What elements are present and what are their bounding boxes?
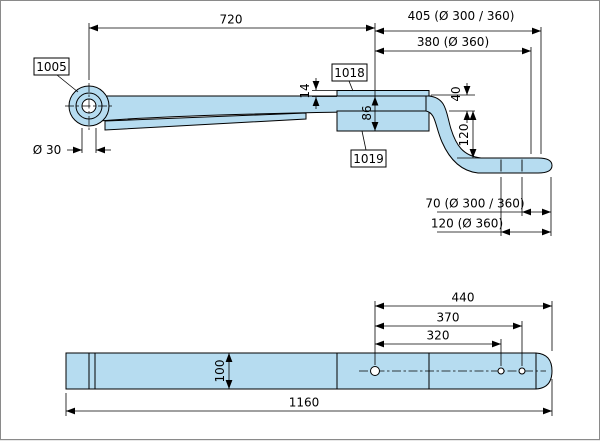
end-hole-outer: [518, 367, 526, 375]
center-bolt-hole: [370, 366, 380, 376]
end-hole-inner: [497, 367, 505, 375]
dim-120-end-label: 120 (Ø 360): [431, 217, 503, 231]
dim-14-label: 14: [298, 83, 312, 98]
callout-box-1005: [33, 57, 70, 76]
dim-40-label: 40: [449, 86, 463, 101]
dim-1160-label: 1160: [289, 396, 320, 410]
dim-eye-bore-label: Ø 30: [33, 143, 62, 157]
dim-720-label: 720: [220, 13, 243, 27]
dim-370-label: 370: [437, 311, 460, 325]
callout-1019: 1019: [353, 152, 384, 166]
gooseneck-end: [425, 95, 553, 174]
dim-70-end-label: 70 (Ø 300 / 360): [425, 197, 524, 211]
dim-120-label: 120: [457, 124, 471, 147]
dim-100-label: 100: [213, 360, 227, 383]
callout-1005: 1005: [36, 60, 67, 74]
leader-1019: [361, 130, 367, 151]
callout-1018: 1018: [334, 66, 365, 80]
top-plate: [336, 90, 430, 97]
dim-440-label: 440: [452, 291, 475, 305]
callout-box-1019: [350, 149, 387, 168]
leader-1018: [348, 80, 354, 92]
top-view: 440 370 320 100 1160: [65, 291, 553, 416]
callout-box-1018: [331, 63, 368, 82]
axle-seat-plate: [336, 110, 430, 132]
dim-320-label: 320: [427, 329, 450, 343]
second-leaf: [104, 112, 307, 131]
dim-405-label: 405 (Ø 300 / 360): [408, 9, 515, 23]
leader-1005: [56, 74, 79, 93]
side-view: 720 405 (Ø 300 / 360) 380 (Ø 360) 14 86 …: [33, 9, 553, 236]
spring-plan-outline: [65, 352, 553, 390]
dim-86-label: 86: [360, 105, 374, 120]
dim-380-label: 380 (Ø 360): [417, 35, 489, 49]
